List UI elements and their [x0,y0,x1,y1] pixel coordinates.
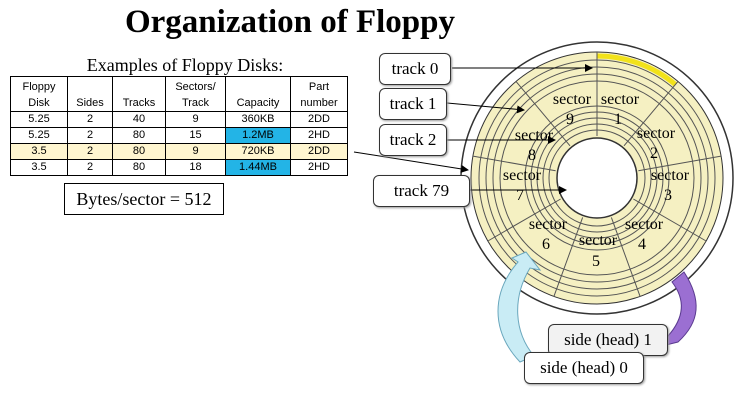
side-head-0-label: side (head) 0 [524,352,644,384]
header-line: Disk [28,97,50,109]
header-line: Tracks [122,97,156,109]
sector-1-num: 1 [614,111,622,128]
sector-2-word: sector [637,125,676,142]
table-caption: Examples of Floppy Disks: [86,55,284,75]
header-line: Part [308,81,330,93]
track-arrows [353,64,593,194]
page-title: Organization of Floppy [124,4,456,40]
cell-tracks: 80 [112,143,166,160]
sector-6-num: 6 [542,236,550,253]
sector-5-num: 5 [592,253,600,270]
header-capacity: Capacity [225,76,291,112]
side-head-1-label: side (head) 1 [548,324,668,356]
sector-divider [623,81,679,147]
table-row: 3.5 2 80 9 720KB 2DD [10,143,348,160]
cell-capacity: 1.44MB [225,159,291,176]
sector-divider [487,198,561,242]
sector-5-word: sector [579,232,618,249]
cell-sides: 2 [67,143,113,160]
sector-4-word: sector [625,216,664,233]
header-line: Sides [76,97,104,109]
sector-9-num: 9 [566,111,574,128]
track-2-label: track 2 [379,124,447,156]
cell-disk: 3.5 [10,159,68,176]
cell-capacity: 1.2MB [225,127,291,144]
header-sectors-track: Sectors/Track [165,76,226,112]
sector-6-word: sector [529,216,568,233]
sector-8-num: 8 [528,147,536,164]
sector-dividers [472,52,722,297]
header-part-number: Part number [290,76,348,112]
bytes-per-sector-box: Bytes/sector = 512 [64,183,224,215]
sector-divider [553,217,584,297]
sector-2-num: 2 [650,145,658,162]
sector-3-num: 3 [664,187,672,204]
header-line: Track [181,97,210,109]
track-0-label: track 0 [379,53,451,85]
table-to-disk-arrow [353,151,469,173]
track1-arrow [446,102,525,114]
sector-labels: sector 1 sector 2 sector 3 sector 4 sect… [503,91,690,270]
header-line: number [300,97,338,109]
cell-disk: 3.5 [10,143,68,160]
cell-capacity: 720KB [225,143,291,160]
sector-divider [633,198,707,242]
track-1-label: track 1 [379,88,447,120]
sector-divider [638,155,722,172]
sector-divider [610,217,641,297]
sector-divider [515,81,571,147]
sector-1-word: sector [601,91,640,108]
header-line: Floppy [22,81,56,93]
cell-part: 2HD [290,159,348,176]
track-79-label: track 79 [373,175,470,207]
sector-8-word: sector [515,127,554,144]
head0-arrow [497,251,542,363]
cell-sides: 2 [67,159,113,176]
track0-sector1-highlight [596,53,678,87]
table-row: 5.25 2 80 15 1.2MB 2HD [10,127,348,144]
header-line: Capacity [236,97,280,109]
sector-7-word: sector [503,167,542,184]
center-hole [556,137,638,219]
table-row: 3.5 2 80 18 1.44MB 2HD [10,159,348,176]
sector-7-num: 7 [516,187,524,204]
sector-divider [472,155,556,172]
sector-3-word: sector [651,167,690,184]
header-line: Sectors/ [175,81,216,93]
header-sides: Sides [67,76,113,112]
sector-4-num: 4 [638,236,646,253]
cell-sectors: 18 [165,159,226,176]
sector-9-word: sector [553,91,592,108]
